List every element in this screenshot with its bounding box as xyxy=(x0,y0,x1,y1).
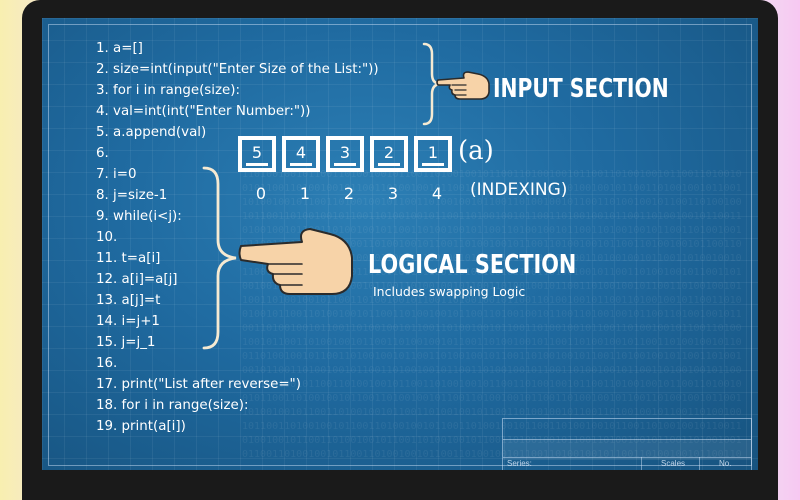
array-index: 3 xyxy=(387,184,399,203)
code-line: 13. a[j]=t xyxy=(96,293,161,308)
code-line: 1. a=[] xyxy=(96,41,143,56)
array-cell: 1 xyxy=(414,136,452,172)
code-line: 9. while(i<j): xyxy=(96,209,182,224)
code-line: 17. print("List after reverse=") xyxy=(96,377,301,392)
logical-brace-icon xyxy=(202,166,237,350)
code-line: 10. xyxy=(96,230,118,245)
drawing-title-block: Series: Scales No. xyxy=(502,418,752,470)
array-cell: 2 xyxy=(370,136,408,172)
array-cell: 5 xyxy=(238,136,276,172)
code-line: 2. size=int(input("Enter Size of the Lis… xyxy=(96,62,379,77)
logical-pointing-hand-icon xyxy=(238,228,353,295)
blueprint-frame xyxy=(48,24,752,466)
code-line: 11. t=a[i] xyxy=(96,251,161,266)
code-line: 12. a[i]=a[j] xyxy=(96,272,178,287)
blueprint-screen: 1101001001011001101001001011001101001001… xyxy=(42,18,758,470)
indexing-label: (INDEXING) xyxy=(470,180,568,200)
code-line: 16. xyxy=(96,356,118,371)
array-index: 2 xyxy=(343,184,355,203)
no-label: No. xyxy=(719,459,732,468)
code-line: 8. j=size-1 xyxy=(96,188,168,203)
code-line: 6. xyxy=(96,146,109,161)
input-pointing-hand-icon xyxy=(436,71,490,100)
array-cell: 4 xyxy=(282,136,320,172)
code-line: 14. i=j+1 xyxy=(96,314,160,329)
input-section-title: INPUT SECTION xyxy=(493,74,669,104)
binary-background: 1101001001011001101001001011001101001001… xyxy=(242,169,742,458)
logical-section-subtitle: Includes swapping Logic xyxy=(373,284,526,299)
code-listing: 1. a=[] 2. size=int(input("Enter Size of … xyxy=(96,38,379,437)
code-line: 19. print(a[i]) xyxy=(96,419,186,434)
array-cell: 3 xyxy=(326,136,364,172)
array-index: 4 xyxy=(431,184,443,203)
code-line: 18. for i in range(size): xyxy=(96,398,249,413)
array-name: (a) xyxy=(458,136,494,166)
array-index: 0 xyxy=(255,184,267,203)
title-block-row xyxy=(503,439,751,460)
logical-section-title: LOGICAL SECTION xyxy=(368,250,577,280)
code-line: 15. j=j_1 xyxy=(96,335,156,350)
series-label: Series: xyxy=(507,459,532,468)
code-line: 5. a.append(val) xyxy=(96,125,207,140)
scales-label: Scales xyxy=(661,459,686,468)
code-line: 4. val=int(int("Enter Number:")) xyxy=(96,104,311,119)
code-line: 3. for i in range(size): xyxy=(96,83,241,98)
code-line: 7. i=0 xyxy=(96,167,137,182)
title-block-row xyxy=(503,457,751,458)
array-index: 1 xyxy=(299,184,311,203)
